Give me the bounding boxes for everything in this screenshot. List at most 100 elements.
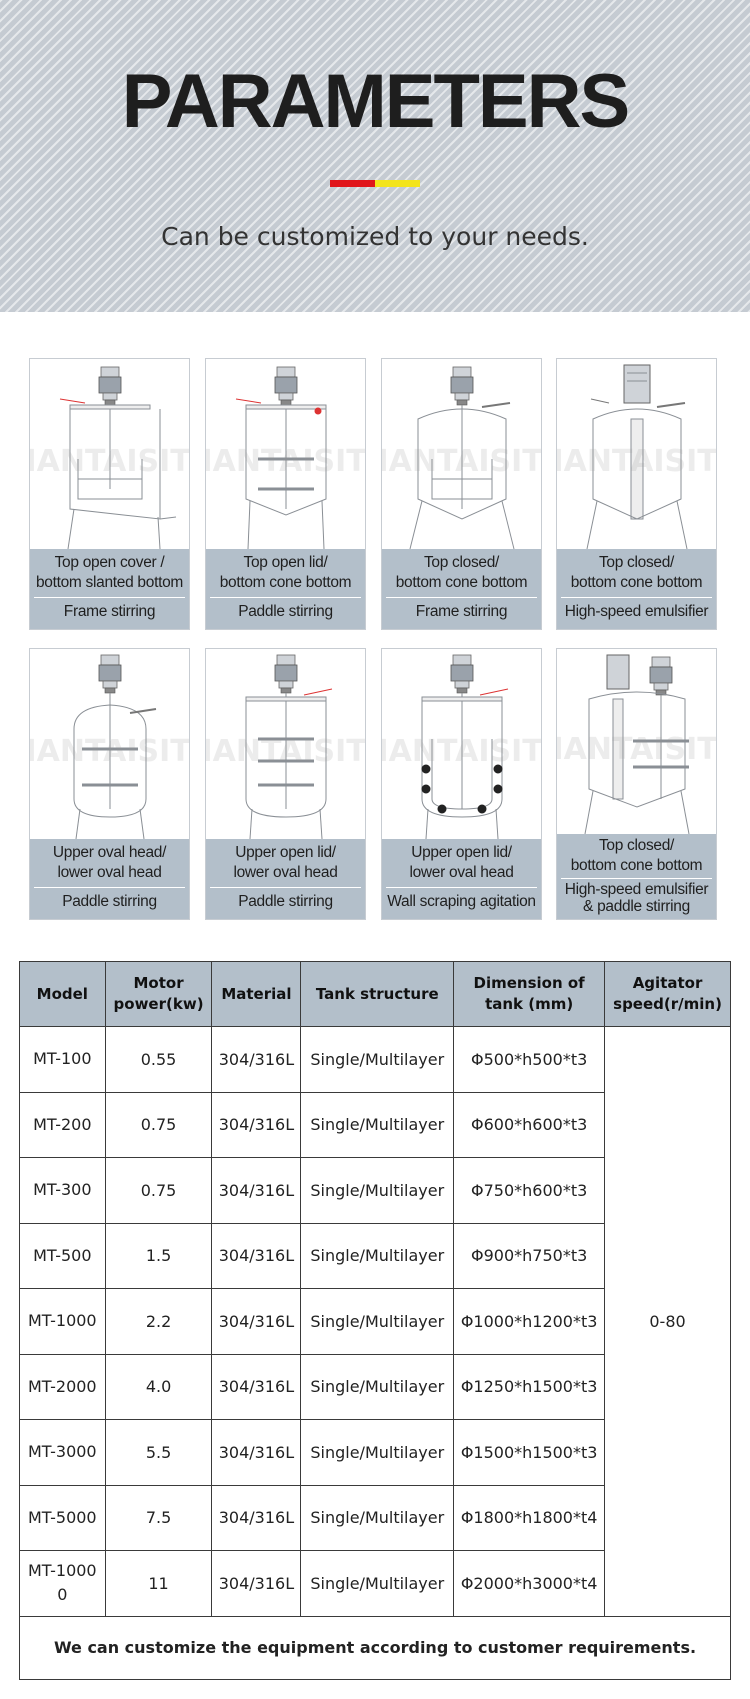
parameters-table: Model Motor power(kw) Material Tank stru… [19,961,731,1680]
cell-material: 304/316L [211,1026,302,1093]
cell-model: MT-10000 [19,1550,106,1617]
watermark: MANTAISITE [557,444,716,479]
tank-stirring-label: Wall scraping agitation [387,893,536,910]
tank-structure-label: Top closed/ [423,554,500,571]
watermark: MANTAISITE [382,444,541,479]
cell-tank-structure: Single/Multilayer [300,1550,455,1617]
tank-illustration: MANTAISITE [557,364,716,549]
tank-stirring-label: High-speed emulsifier & paddle stirring [564,881,709,915]
tank-card-7: MANTAISITE Upper open lid/ lower oval he… [381,648,542,920]
tank-stirring-label: Paddle stirring [238,893,333,910]
tank-illustration: MANTAISITE [206,654,365,839]
tank-caption: Top closed/ bottom cone bottom High-spee… [557,549,716,629]
tank-caption: Top closed/ bottom cone bottom Frame sti… [382,549,541,629]
table-note-row: We can customize the equipment according… [19,1615,731,1680]
tank-illustration: MANTAISITE [557,654,716,834]
tank-structure-label: bottom cone bottom [570,574,703,591]
cell-motor-power: 4.0 [104,1353,213,1420]
tank-card-4: MANTAISITE Top closed/ bottom cone botto… [556,358,717,630]
tank-card-2: MANTAISITE Top open lid/ bottom cone bot… [205,358,366,630]
cell-material: 304/316L [211,1091,302,1158]
tank-structure-label: bottom cone bottom [219,574,352,591]
cell-dimension: Φ1800*h1800*t4 [453,1484,606,1551]
cell-model: MT-3000 [19,1419,106,1486]
cell-dimension: Φ500*h500*t3 [453,1026,606,1093]
cell-model: MT-500 [19,1222,106,1289]
tank-card-6: MANTAISITE Upper open lid/ lower oval he… [205,648,366,920]
watermark: MANTAISITE [206,734,365,769]
cell-tank-structure: Single/Multilayer [300,1288,455,1355]
cell-motor-power: 0.75 [104,1157,213,1224]
tank-structure-label: bottom cone bottom [395,574,528,591]
tank-card-1: MANTAISITE Top open cover / bottom slant… [29,358,190,630]
header-agitator-speed: Agitator speed(r/min) [604,961,731,1027]
tank-card-5: MANTAISITE Upper oval head/ lower oval h… [29,648,190,920]
cell-tank-structure: Single/Multilayer [300,1353,455,1420]
cell-material: 304/316L [211,1550,302,1617]
tank-structure-label: lower oval head [409,864,514,881]
tank-stirring-label: Paddle stirring [238,603,333,620]
cell-motor-power: 5.5 [104,1419,213,1486]
cell-material: 304/316L [211,1157,302,1224]
customization-note: We can customize the equipment according… [19,1615,731,1680]
cell-tank-structure: Single/Multilayer [300,1419,455,1486]
watermark: MANTAISITE [30,444,189,479]
cell-material: 304/316L [211,1353,302,1420]
accent-bar-red [330,180,375,187]
tank-card-8: MANTAISITE Top closed/ bottom cone botto… [556,648,717,920]
tank-structure-label: bottom cone bottom [570,857,703,874]
cell-model: MT-200 [19,1091,106,1158]
table-row: MT-10000 11 304/316L Single/Multilayer Φ… [19,1550,731,1617]
cell-motor-power: 1.5 [104,1222,213,1289]
tank-structure-label: Top closed/ [598,554,675,571]
watermark: MANTAISITE [30,734,189,769]
tank-caption: Top closed/ bottom cone bottom High-spee… [557,834,716,919]
cell-dimension: Φ1500*h1500*t3 [453,1419,606,1486]
cell-motor-power: 2.2 [104,1288,213,1355]
cell-dimension: Φ600*h600*t3 [453,1091,606,1158]
cell-model: MT-100 [19,1026,106,1093]
tank-stirring-label: Frame stirring [63,603,156,620]
tank-illustration: MANTAISITE [382,366,541,549]
cell-model: MT-1000 [19,1288,106,1355]
cell-dimension: Φ1250*h1500*t3 [453,1353,606,1420]
tank-structure-label: Upper open lid/ [235,844,336,861]
cell-agitator-speed: 0-80 [604,1026,731,1617]
cell-dimension: Φ1000*h1200*t3 [453,1288,606,1355]
cell-model: MT-5000 [19,1484,106,1551]
watermark: MANTAISITE [557,732,716,767]
table-row: MT-200 0.75 304/316L Single/Multilayer Φ… [19,1091,731,1158]
cell-material: 304/316L [211,1419,302,1486]
cell-dimension: Φ2000*h3000*t4 [453,1550,606,1617]
tank-illustration: MANTAISITE [30,366,189,549]
tank-illustration: MANTAISITE [30,654,189,839]
cell-material: 304/316L [211,1288,302,1355]
cell-tank-structure: Single/Multilayer [300,1157,455,1224]
cell-dimension: Φ900*h750*t3 [453,1222,606,1289]
tank-illustration: MANTAISITE [206,366,365,549]
tank-stirring-label: High-speed emulsifier [564,603,709,620]
watermark: MANTAISITE [382,734,541,769]
tank-card-3: MANTAISITE Top closed/ bottom cone botto… [381,358,542,630]
cell-material: 304/316L [211,1222,302,1289]
cell-material: 304/316L [211,1484,302,1551]
header-model: Model [19,961,106,1027]
cell-model: MT-2000 [19,1353,106,1420]
table-header-row: Model Motor power(kw) Material Tank stru… [19,961,731,1027]
page-subtitle: Can be customized to your needs. [161,222,589,251]
tank-caption: Upper oval head/ lower oval head Paddle … [30,839,189,919]
tank-illustration: MANTAISITE [382,654,541,839]
cell-motor-power: 0.55 [104,1026,213,1093]
table-row: MT-1000 2.2 304/316L Single/Multilayer Φ… [19,1288,731,1355]
table-row: MT-100 0.55 304/316L Single/Multilayer Φ… [19,1026,731,1617]
tank-structure-label: Top open cover / [54,554,165,571]
header-material: Material [211,961,302,1027]
cell-motor-power: 0.75 [104,1091,213,1158]
cell-tank-structure: Single/Multilayer [300,1222,455,1289]
accent-bar-yellow [375,180,420,187]
watermark: MANTAISITE [206,444,365,479]
cell-motor-power: 11 [104,1550,213,1617]
header-banner: PARAMETERS Can be customized to your nee… [0,0,750,312]
cell-model: MT-300 [19,1157,106,1224]
tank-structure-label: Top closed/ [598,837,675,854]
